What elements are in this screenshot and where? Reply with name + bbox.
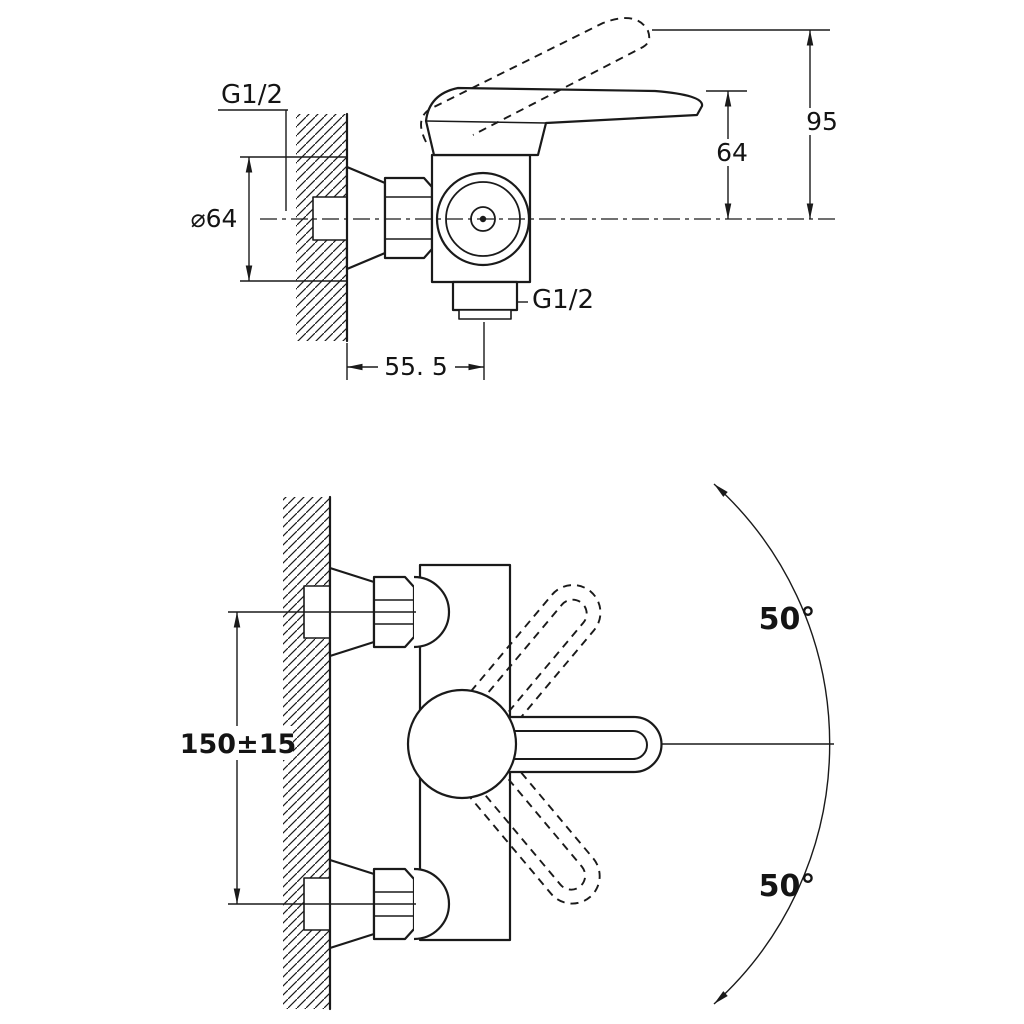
handle-inner-contour [499, 730, 648, 760]
handle-outline-dashed [452, 584, 602, 749]
center-dot [479, 215, 487, 223]
label-backing [183, 726, 293, 760]
handle-inner-dashed [477, 767, 587, 891]
handle-height-dimension: 64 [706, 90, 752, 220]
handle-height-dimension-label: 64 [716, 138, 748, 167]
handle-inner-dashed [478, 598, 588, 722]
outlet-thread-label: G1/2 [532, 285, 594, 315]
handle-swing-arc [713, 483, 831, 1005]
side-view-drawing: G1/2 ⌀64 64 95 [191, 17, 843, 381]
wall-section-side [296, 112, 349, 343]
label-backing [801, 108, 843, 135]
diameter-dimension-label: ⌀64 [191, 204, 238, 233]
depth-dimension: 55. 5 [346, 322, 485, 381]
mount-spacing-dimension: 150±15 [180, 611, 416, 905]
handle-ball-joint [406, 688, 518, 800]
connector-hex-nut [383, 176, 434, 260]
escutcheon-flange [345, 165, 387, 271]
thread-size-label-top: G1/2 [221, 80, 283, 110]
thread-callout-top: G1/2 [218, 80, 288, 211]
handle-dashed-up [452, 584, 602, 749]
outlet-thread-collar [458, 309, 512, 320]
upper-angle-label: 50° [759, 602, 816, 637]
handle-cap-line [425, 120, 547, 124]
label-backing [712, 139, 752, 166]
depth-dimension-label: 55. 5 [384, 352, 448, 381]
handle-outline [424, 86, 704, 157]
thread-callout-outlet: G1/2 [518, 285, 594, 315]
overall-height-dimension: 95 [652, 29, 843, 220]
mount-spacing-dimension-label: 150±15 [180, 729, 297, 760]
label-backing [378, 352, 455, 380]
handle-raised-dashed [420, 17, 651, 143]
front-view-drawing: 50° 50° 150±15 [180, 483, 834, 1011]
handle-outline-dashed [451, 739, 601, 905]
dome-cap-bottom [413, 867, 451, 941]
handle-dashed-down [451, 739, 601, 905]
outlet-spout [451, 280, 519, 312]
handle-lever-side [424, 86, 704, 157]
diameter-dimension: ⌀64 [191, 156, 347, 282]
handle-lever-front [476, 715, 663, 774]
overall-height-dimension-label: 95 [806, 107, 838, 136]
lower-angle-label: 50° [759, 869, 816, 904]
dome-cap-top [413, 575, 451, 649]
wall-connector [345, 165, 434, 271]
